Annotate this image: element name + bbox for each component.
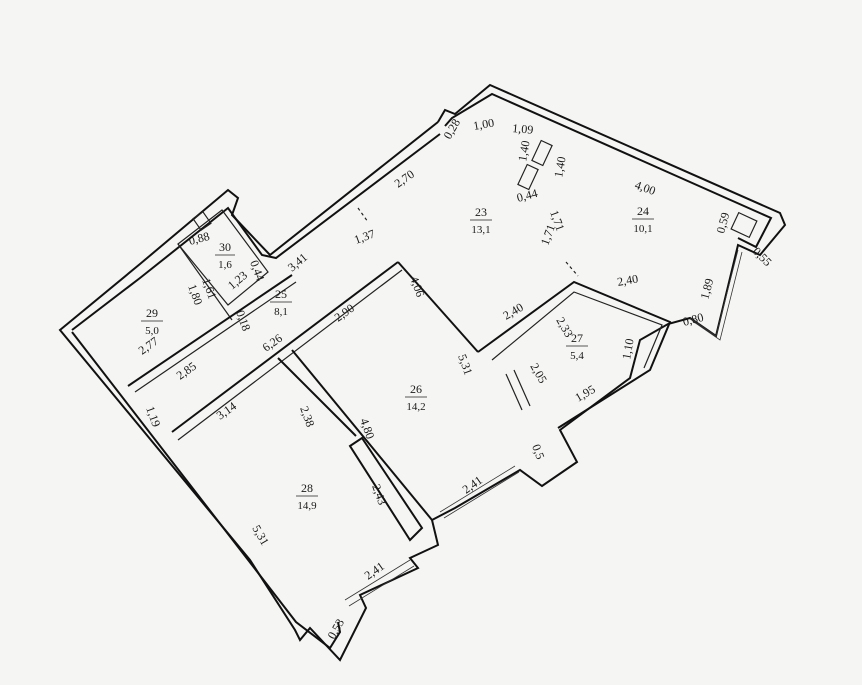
vent-shaft-icon [730,211,758,239]
dimension-label: 1,71 [547,208,567,233]
dimension-label: 1,61 [199,276,219,301]
dimension-label: 2,41 [362,559,387,583]
dimension-label: 1,23 [225,268,250,292]
room-number: 29 [146,306,158,320]
vent-shaft-icon [192,210,212,232]
dimension-label: 0,18 [233,308,253,333]
room-area: 5,4 [570,350,584,362]
dimension-label: 3,41 [285,250,310,274]
dimension-label: 1,19 [143,404,163,429]
dimension-label: 3,14 [214,399,239,423]
dimension-label: 0,28 [440,116,463,141]
dimension-label: 1,37 [352,226,377,246]
dimension-label: 4,00 [633,178,658,198]
room-number: 28 [301,481,313,495]
room-number: 23 [475,205,487,219]
dimension-label: 0,59 [713,211,732,235]
dimension-label: 1,00 [472,116,495,133]
dimension-label: 0,5 [529,442,547,461]
dimension-label: 1,40 [515,139,532,162]
dimension-label: 2,70 [392,167,417,191]
room-area: 8,1 [274,306,288,318]
dimension-label: 2,05 [527,361,550,386]
dimension-label: 1,89 [697,277,716,301]
dimension-label: 0,53 [324,616,347,641]
room-area: 14,2 [406,401,425,413]
interior-walls [127,139,758,542]
windows [344,249,743,607]
dimension-label: 5,31 [249,523,272,548]
room-area: 1,6 [218,259,232,271]
room-number: 27 [571,331,583,345]
dimension-label: 1,80 [185,282,205,307]
room-area: 10,1 [633,223,652,235]
dimension-label: 0,44 [247,258,267,283]
vent-shaft-icon [531,139,553,167]
dimension-label: 2,40 [616,272,639,289]
dimension-label: 1,71 [538,223,558,248]
dimension-label: 1,10 [619,337,636,360]
dimension-label: 1,40 [551,155,568,178]
dimension-label: 2,77 [136,334,161,358]
dimension-label: 4,80 [357,416,377,441]
room-30-walls [177,209,269,306]
room-number: 25 [275,287,287,301]
room-labels: 23 13,1 24 10,1 25 8,1 26 14,2 27 5,4 28… [141,204,654,512]
dimension-label: 0,55 [750,244,775,269]
dimension-label: 2,38 [297,404,317,429]
dimension-label: 0,88 [187,229,211,248]
dimension-labels: 0,28 1,00 1,09 1,40 1,40 0,44 2,70 4,00 … [136,116,775,642]
dimension-label: 1,09 [512,121,534,137]
room-number: 26 [410,382,422,396]
room-area: 14,9 [297,500,317,512]
dimension-label: 1,95 [573,382,598,405]
room-number: 24 [637,204,649,218]
dimension-label: 0,44 [515,186,539,205]
room-number: 30 [219,240,231,254]
dimension-label: 4,06 [407,274,427,299]
room-area: 5,0 [145,325,159,337]
outer-walls [58,83,787,662]
room-area: 13,1 [471,224,490,236]
dimension-label: 0,80 [681,310,705,329]
dimension-label: 2,43 [369,482,389,507]
dimension-label: 5,31 [455,352,475,377]
vent-shaft-icon [517,163,539,191]
